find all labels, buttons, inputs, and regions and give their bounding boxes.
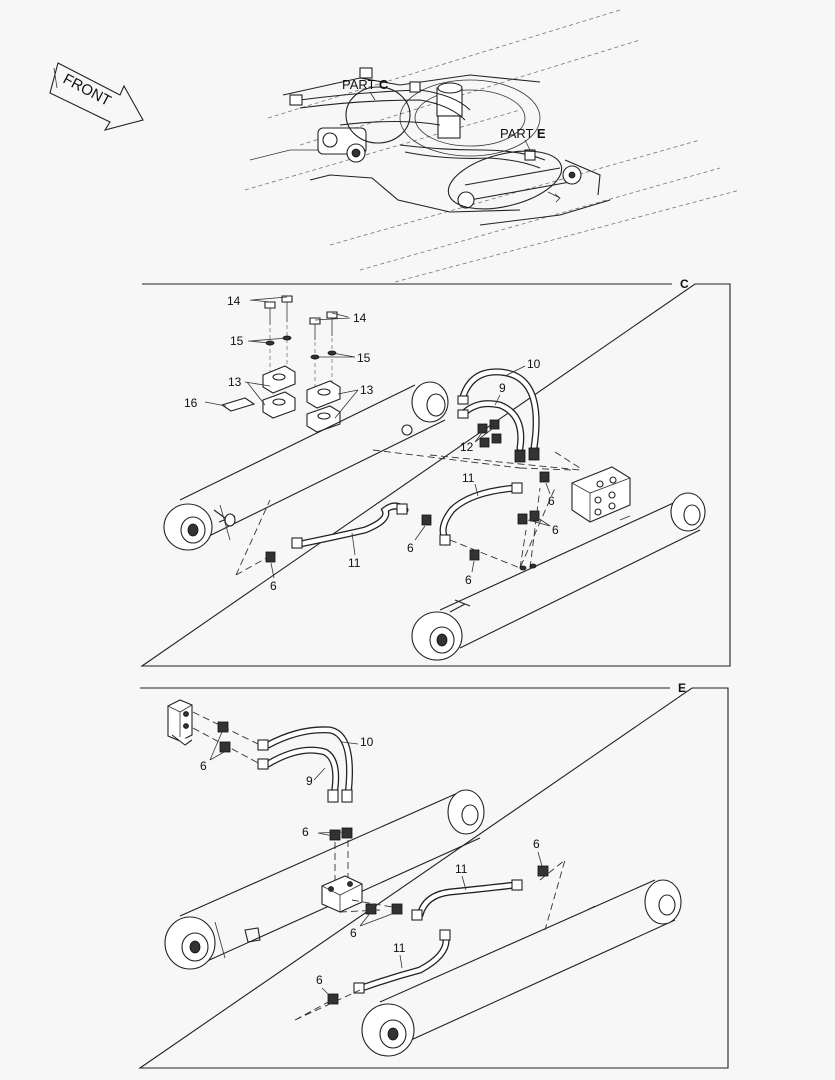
callout-14: 14 xyxy=(353,311,367,325)
callout-9: 9 xyxy=(499,381,506,395)
part-e-callout: PART E xyxy=(500,126,546,141)
machine-overview: PART C PART E xyxy=(244,9,741,283)
callout-15: 15 xyxy=(230,334,244,348)
detail-c-letter: C xyxy=(680,277,689,291)
callout-11: 11 xyxy=(348,556,361,570)
callout-6: 6 xyxy=(548,494,555,508)
cylinder-left xyxy=(163,381,449,551)
bolts-14 xyxy=(249,295,351,388)
callout-11: 11 xyxy=(455,862,468,876)
callout-10: 10 xyxy=(360,735,374,749)
detail-e-panel: E xyxy=(138,681,729,1069)
callout-12: 12 xyxy=(460,440,474,454)
valve-block-e xyxy=(167,699,193,746)
callout-6: 6 xyxy=(552,523,559,537)
detail-c-panel: C xyxy=(140,277,731,667)
front-arrow: FRONT xyxy=(49,62,144,131)
hose-11-left-c xyxy=(291,502,409,549)
callout-6: 6 xyxy=(270,579,277,593)
hose-11-right-c xyxy=(439,482,523,546)
distribution-block-e xyxy=(321,875,363,913)
hoses-9-10-e xyxy=(257,726,354,803)
callout-14: 14 xyxy=(227,294,241,308)
clamps-13 xyxy=(244,365,359,433)
callout-16: 16 xyxy=(184,396,198,410)
callout-9: 9 xyxy=(306,774,313,788)
hoses-9-10-c xyxy=(457,368,540,463)
callout-6: 6 xyxy=(533,837,540,851)
callout-6: 6 xyxy=(302,825,309,839)
valve-block-c xyxy=(571,466,631,523)
cylinder-right-e xyxy=(361,879,682,1057)
detail-e-letter: E xyxy=(678,681,686,695)
callout-11: 11 xyxy=(393,941,406,955)
callout-13: 13 xyxy=(228,375,242,389)
cylinder-left-e xyxy=(164,789,485,970)
callout-15: 15 xyxy=(357,351,371,365)
hose-11-upper-e xyxy=(411,879,523,921)
callout-10: 10 xyxy=(527,357,541,371)
callout-6: 6 xyxy=(200,759,207,773)
callout-6: 6 xyxy=(407,541,414,555)
hose-11-lower-e xyxy=(353,929,451,994)
callout-13: 13 xyxy=(360,383,374,397)
front-label: FRONT xyxy=(60,71,114,110)
part-c-callout: PART C xyxy=(342,77,389,92)
callout-6: 6 xyxy=(316,973,323,987)
callout-6: 6 xyxy=(465,573,472,587)
callout-6: 6 xyxy=(350,926,357,940)
callout-11: 11 xyxy=(462,471,475,485)
cylinder-right xyxy=(411,492,706,661)
